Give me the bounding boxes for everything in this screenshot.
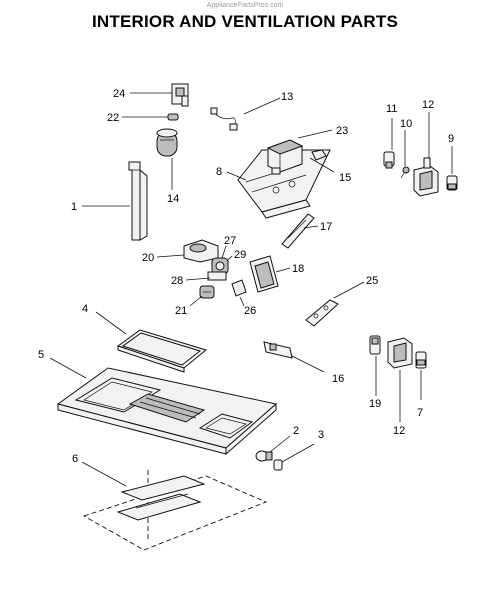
callout-9: 9	[448, 133, 454, 145]
part-26[interactable]	[231, 279, 247, 297]
part-5[interactable]	[56, 367, 278, 456]
part-10[interactable]	[400, 166, 410, 179]
callout-28: 28	[171, 275, 183, 287]
callout-20: 20	[142, 252, 154, 264]
callout-1: 1	[71, 201, 77, 213]
callout-25: 25	[366, 275, 378, 287]
callout-23: 23	[336, 125, 348, 137]
part-15[interactable]	[311, 149, 327, 161]
part-21[interactable]	[199, 285, 215, 299]
part-12-lower[interactable]	[387, 337, 413, 369]
part-27-29-28[interactable]	[207, 257, 229, 281]
part-1[interactable]	[128, 161, 148, 241]
callout-11: 11	[386, 103, 397, 115]
callout-2: 2	[293, 425, 299, 437]
part-11[interactable]	[383, 151, 395, 169]
part-19[interactable]	[369, 335, 381, 355]
callout-6: 6	[72, 453, 78, 465]
callout-19: 19	[369, 398, 381, 410]
callout-3: 3	[318, 429, 324, 441]
callout-29: 29	[234, 249, 246, 261]
part-22[interactable]	[167, 113, 179, 121]
part-12-upper[interactable]	[413, 157, 439, 197]
part-16[interactable]	[263, 341, 293, 359]
callout-27: 27	[224, 235, 236, 247]
callout-8: 8	[216, 166, 222, 178]
part-25[interactable]	[305, 299, 339, 327]
callout-26: 26	[244, 305, 256, 317]
callout-4: 4	[82, 303, 88, 315]
callout-15: 15	[339, 172, 351, 184]
callout-21: 21	[175, 305, 187, 317]
callout-10: 10	[400, 118, 412, 130]
part-23[interactable]	[266, 139, 304, 175]
part-20[interactable]	[183, 239, 219, 263]
part-9[interactable]	[446, 175, 458, 191]
callout-13: 13	[281, 91, 293, 103]
part-17[interactable]	[281, 213, 315, 249]
callout-5: 5	[38, 349, 44, 361]
part-6[interactable]	[82, 470, 268, 551]
callout-18: 18	[292, 263, 304, 275]
callout-14: 14	[167, 193, 179, 205]
part-13[interactable]	[210, 107, 238, 131]
part-18[interactable]	[249, 255, 279, 293]
callout-7: 7	[417, 407, 423, 419]
callout-12-upper: 12	[422, 99, 434, 111]
callout-22: 22	[107, 112, 119, 124]
part-2[interactable]	[255, 450, 273, 462]
callout-12-lower: 12	[393, 425, 405, 437]
part-4[interactable]	[116, 329, 208, 373]
callout-17: 17	[320, 221, 332, 233]
diagram-title: INTERIOR AND VENTILATION PARTS	[91, 12, 398, 31]
part-24[interactable]	[171, 83, 189, 107]
part-3[interactable]	[273, 459, 283, 471]
watermark: AppliancePartsPros.com	[206, 2, 284, 9]
callout-24: 24	[113, 88, 125, 100]
part-8[interactable]	[237, 149, 331, 219]
callout-16: 16	[332, 373, 344, 385]
part-14[interactable]	[156, 128, 178, 157]
part-7[interactable]	[415, 351, 427, 369]
